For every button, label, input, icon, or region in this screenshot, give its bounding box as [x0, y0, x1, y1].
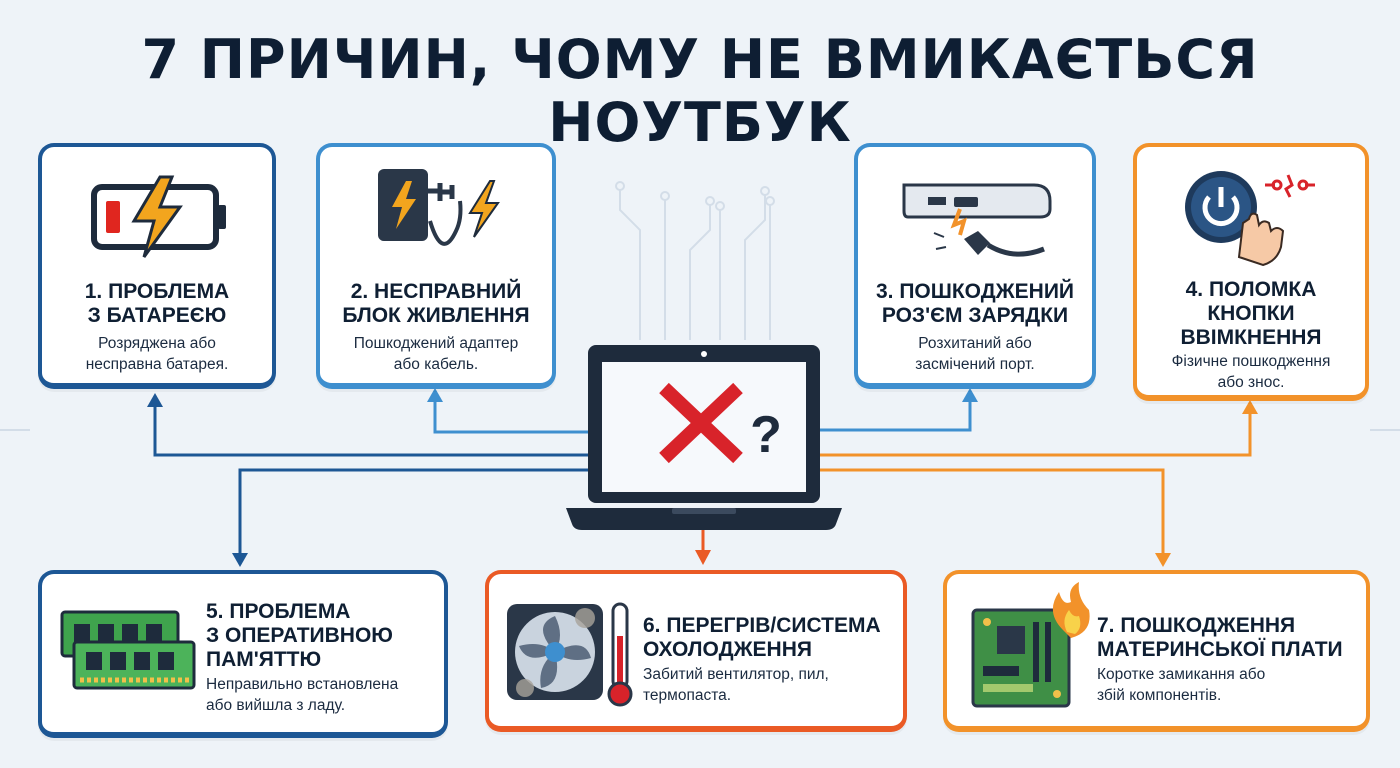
card-charging-port: 3. ПОШКОДЖЕНИЙ РОЗ'ЄМ ЗАРЯДКИ Розхитаний… [854, 143, 1096, 389]
card-6-heading-line2: ОХОЛОДЖЕННЯ [643, 638, 812, 661]
ram-module-icon [60, 610, 196, 690]
card-5-heading-line2: З ОПЕРАТИВНОЮ [206, 624, 393, 647]
charging-port-icon [902, 183, 1052, 257]
card-3-heading-line1: 3. ПОШКОДЖЕНИЙ [875, 280, 1075, 303]
card-ram: 5. ПРОБЛЕМА З ОПЕРАТИВНОЮ ПАМ'ЯТТЮ Непра… [38, 570, 448, 738]
card-battery: 1. ПРОБЛЕМА З БАТАРЕЄЮ Розряджена або не… [38, 143, 276, 389]
card-5-heading-line1: 5. ПРОБЛЕМА [206, 600, 351, 623]
card-2-heading-line1: 2. НЕСПРАВНИЙ [350, 280, 522, 303]
card-3-heading-line2: РОЗ'ЄМ ЗАРЯДКИ [881, 304, 1069, 327]
card-motherboard: 7. ПОШКОДЖЕННЯ МАТЕРИНСЬКОЇ ПЛАТИ Коротк… [943, 570, 1370, 732]
question-mark: ? [750, 406, 782, 464]
card-7-desc-line2: збій компонентів. [1097, 687, 1222, 704]
card-5-desc-line2: або вийшла з ладу. [206, 697, 346, 714]
card-1-heading-line2: З БАТАРЕЄЮ [87, 304, 227, 327]
card-4-desc-line1: Фізичне пошкодження [1171, 353, 1331, 370]
card-7-heading-line2: МАТЕРИНСЬКОЇ ПЛАТИ [1097, 638, 1343, 661]
fan-thermometer-icon [507, 602, 633, 707]
battery-low-icon [91, 175, 226, 258]
power-button-icon [1185, 171, 1315, 267]
page-title: 7 ПРИЧИН, ЧОМУ НЕ ВМИКАЄТЬСЯ НОУТБУК [141, 28, 1259, 154]
card-6-heading-line1: 6. ПЕРЕГРІВ/СИСТЕМА [643, 614, 881, 637]
card-4-heading-line2: КНОПКИ [1207, 302, 1295, 325]
card-4-desc-line2: або знос. [1217, 374, 1285, 391]
card-1-desc-line1: Розряджена або [98, 335, 216, 352]
card-cooling: 6. ПЕРЕГРІВ/СИСТЕМА ОХОЛОДЖЕННЯ Забитий … [485, 570, 907, 732]
card-2-desc-line1: Пошкоджений адаптер [353, 335, 519, 352]
card-3-desc-line2: засмічений порт. [915, 356, 1035, 373]
motherboard-fire-icon [971, 582, 1090, 708]
card-1-desc-line2: несправна батарея. [85, 356, 229, 373]
card-2-desc-line2: або кабель. [393, 356, 479, 373]
card-5-desc-line1: Неправильно встановлена [206, 676, 399, 693]
card-4-heading-line3: ВВІМКНЕННЯ [1180, 326, 1322, 349]
card-power-button: 4. ПОЛОМКА КНОПКИ ВВІМКНЕННЯ Фізичне пош… [1133, 143, 1369, 401]
card-1-heading-line1: 1. ПРОБЛЕМА [84, 280, 230, 303]
card-6-desc-line1: Забитий вентилятор, пил, [643, 666, 829, 683]
card-7-heading-line1: 7. ПОШКОДЖЕННЯ [1097, 614, 1296, 637]
card-2-heading-line2: БЛОК ЖИВЛЕННЯ [342, 304, 530, 327]
card-3-desc-line1: Розхитаний або [918, 335, 1032, 352]
card-7-desc-line1: Коротке замикання або [1097, 666, 1266, 683]
card-4-heading-line1: 4. ПОЛОМКА [1185, 278, 1317, 301]
card-5-heading-line3: ПАМ'ЯТТЮ [206, 648, 322, 671]
power-adapter-icon [378, 169, 500, 246]
card-power-supply: 2. НЕСПРАВНИЙ БЛОК ЖИВЛЕННЯ Пошкоджений … [316, 143, 556, 389]
laptop-error-icon [566, 345, 842, 530]
card-6-desc-line2: термопаста. [643, 687, 732, 704]
